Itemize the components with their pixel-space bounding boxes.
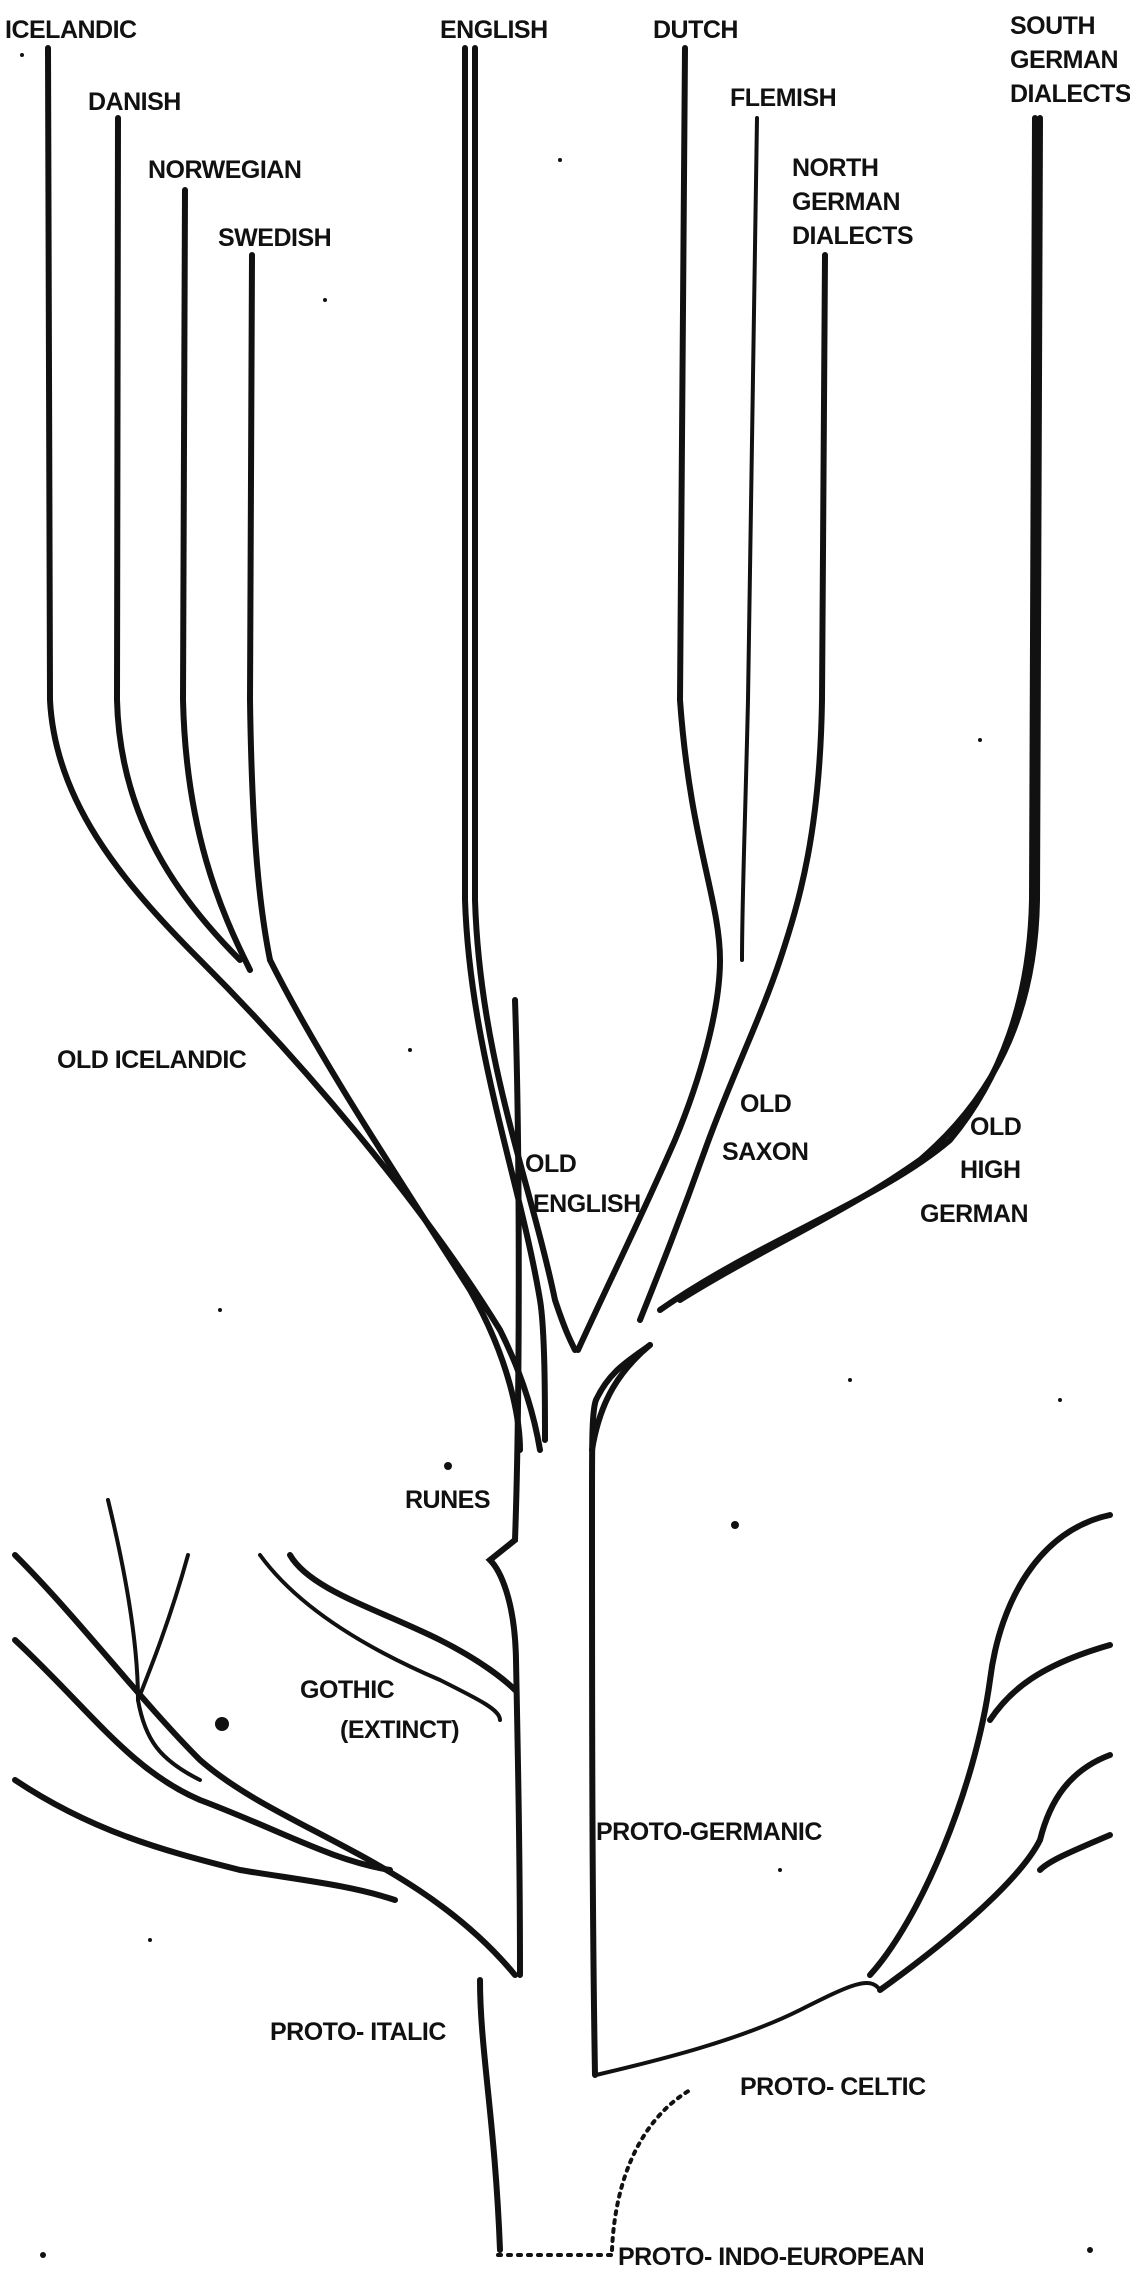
label-line: GERMAN — [792, 188, 900, 216]
speckle-dot — [1058, 1398, 1062, 1402]
speckle-dot — [215, 1717, 229, 1731]
dutch-line — [578, 48, 720, 1350]
label-runes: RUNES — [405, 1486, 490, 1514]
celtic-branch-3 — [880, 1755, 1110, 1990]
label-line: SOUTH — [1010, 12, 1095, 40]
flemish-line — [742, 118, 757, 960]
label-line: OLD — [525, 1150, 576, 1178]
speckle-dot — [40, 2252, 46, 2258]
old-saxon-lower-edge — [640, 1150, 705, 1320]
label-line: HIGH — [960, 1156, 1021, 1184]
north-german-line — [705, 255, 825, 1150]
label-line: GERMAN — [920, 1200, 1028, 1228]
italic-branch-4 — [108, 1500, 138, 1700]
celtic-branch-4 — [1040, 1835, 1110, 1870]
label-line: DIALECTS — [1010, 80, 1130, 108]
speckle-dot — [978, 738, 982, 742]
gothic-upper-edge — [290, 1555, 515, 1690]
junction-to-stem — [592, 1345, 650, 1450]
label-icelandic: ICELANDIC — [5, 16, 137, 44]
label-line: ENGLISH — [533, 1190, 641, 1218]
label-line: OLD — [740, 1090, 791, 1118]
speckle-dot — [848, 1378, 852, 1382]
label-line: GERMAN — [1010, 46, 1118, 74]
label-swedish: SWEDISH — [218, 224, 331, 252]
label-old-high-german: OLD HIGH GERMAN — [920, 1113, 1028, 1228]
label-north-german-dialects: NORTH GERMAN DIALECTS — [792, 154, 913, 250]
italic-branch-2 — [15, 1640, 390, 1870]
label-old-saxon: OLD SAXON — [722, 1090, 808, 1166]
label-line: OLD — [970, 1113, 1021, 1141]
label-proto-indo-european: PROTO- INDO-EUROPEAN — [618, 2243, 924, 2271]
label-line: (EXTINCT) — [340, 1716, 459, 1744]
label-line: DIALECTS — [792, 222, 913, 250]
swedish-line — [250, 255, 270, 960]
label-norwegian: NORWEGIAN — [148, 156, 301, 184]
speckle-dot — [218, 1308, 222, 1312]
label-dutch: DUTCH — [653, 16, 738, 44]
speckle-dot — [558, 158, 562, 162]
speckle-dot — [408, 1048, 412, 1052]
speckle-dot — [148, 1938, 152, 1942]
label-gothic-extinct: GOTHIC (EXTINCT) — [300, 1676, 459, 1744]
trunk-right-edge-dotted — [612, 2090, 690, 2250]
trunk — [480, 1000, 690, 2255]
label-line: GOTHIC — [300, 1676, 395, 1704]
celtic-branch-2 — [990, 1645, 1110, 1720]
speckle-dot — [20, 53, 24, 57]
label-flemish: FLEMISH — [730, 84, 836, 112]
speckle-dot — [778, 1868, 782, 1872]
label-english: ENGLISH — [440, 16, 548, 44]
label-south-german-dialects: SOUTH GERMAN DIALECTS — [1010, 12, 1130, 108]
proto-celtic-branches — [596, 1515, 1110, 2075]
label-proto-celtic: PROTO- CELTIC — [740, 2073, 926, 2101]
norwegian-line — [183, 190, 250, 970]
speckle-dot — [731, 1521, 739, 1529]
label-old-icelandic: OLD ICELANDIC — [57, 1046, 247, 1074]
label-line: NORTH — [792, 154, 878, 182]
celtic-branch-1 — [870, 1515, 1110, 1975]
speckle-dot — [444, 1462, 452, 1470]
proto-germanic-stem-right — [592, 1345, 650, 2075]
label-danish: DANISH — [88, 88, 181, 116]
italic-branch-5 — [138, 1555, 188, 1700]
label-proto-italic: PROTO- ITALIC — [270, 2018, 446, 2046]
label-proto-germanic: PROTO-GERMANIC — [596, 1818, 822, 1846]
speckle-dot — [1087, 2247, 1093, 2253]
label-line: SAXON — [722, 1138, 808, 1166]
italic-branch-1 — [15, 1555, 515, 1975]
trunk-left-edge — [480, 1980, 500, 2250]
celtic-trunk-edge — [596, 1983, 880, 2075]
label-old-english: OLD ENGLISH — [525, 1150, 641, 1218]
speckle-dot — [323, 298, 327, 302]
